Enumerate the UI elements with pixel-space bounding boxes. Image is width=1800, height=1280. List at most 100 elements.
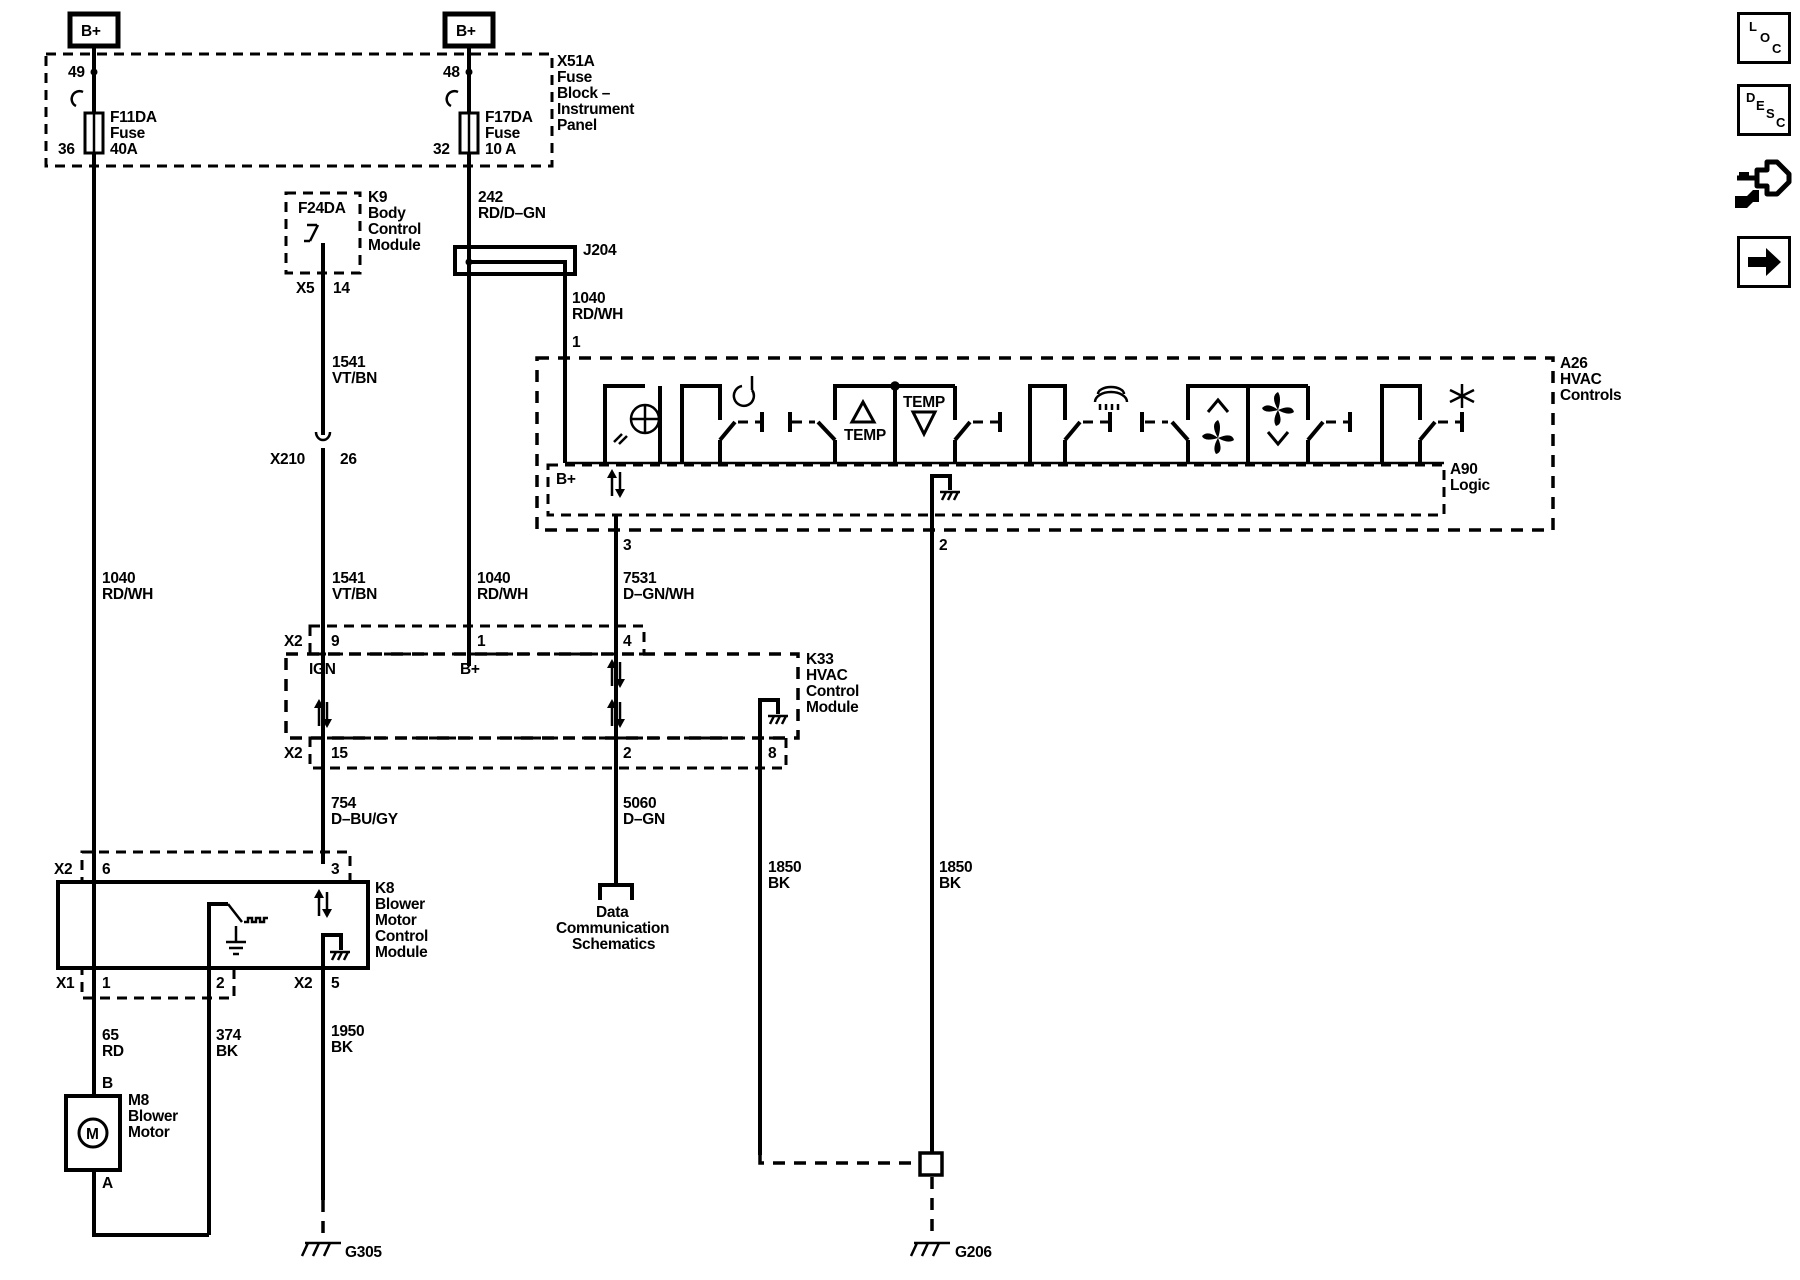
svg-text:X5: X5 bbox=[296, 280, 315, 297]
svg-text:49: 49 bbox=[68, 64, 85, 81]
svg-text:1541: 1541 bbox=[332, 570, 366, 587]
blower-module-ground-symbol bbox=[321, 933, 350, 1200]
svg-text:F17DA: F17DA bbox=[485, 109, 533, 126]
svg-text:K8: K8 bbox=[375, 880, 395, 897]
svg-text:B: B bbox=[102, 1075, 113, 1092]
svg-text:2: 2 bbox=[216, 975, 224, 992]
fan-icon bbox=[1202, 420, 1234, 454]
svg-text:48: 48 bbox=[443, 64, 460, 81]
svg-text:X2: X2 bbox=[284, 633, 302, 650]
svg-text:2: 2 bbox=[939, 537, 947, 554]
svg-text:VT/BN: VT/BN bbox=[332, 586, 377, 603]
svg-text:4: 4 bbox=[623, 633, 632, 650]
a90-serial-data-arrows bbox=[607, 469, 625, 498]
svg-text:X51A: X51A bbox=[557, 53, 595, 70]
svg-text:Module: Module bbox=[806, 699, 859, 716]
hvac-module-ground-symbol bbox=[758, 698, 788, 1155]
svg-text:BK: BK bbox=[216, 1043, 239, 1060]
svg-text:1040: 1040 bbox=[572, 290, 605, 307]
hvac-module-connector-bottom bbox=[308, 736, 788, 770]
power-source-left: B+ bbox=[67, 11, 121, 49]
blower-module-label: K8 Blower Motor Control Module bbox=[375, 880, 428, 961]
svg-text:X2: X2 bbox=[294, 975, 312, 992]
svg-text:G305: G305 bbox=[345, 1244, 382, 1261]
svg-text:15: 15 bbox=[331, 745, 348, 762]
svg-text:Control: Control bbox=[368, 221, 421, 238]
svg-text:65: 65 bbox=[102, 1027, 119, 1044]
svg-text:G206: G206 bbox=[955, 1244, 992, 1261]
svg-text:M: M bbox=[86, 1126, 99, 1143]
wire-label-65: 65 RD bbox=[102, 1027, 124, 1060]
svg-text:Schematics: Schematics bbox=[572, 936, 655, 953]
ground-splice-box bbox=[918, 1151, 944, 1177]
wire-label-242: 242 RD/D–GN bbox=[478, 189, 546, 222]
svg-text:1850: 1850 bbox=[939, 859, 972, 876]
blower-module-outline bbox=[56, 880, 370, 970]
hvac-controls-outline bbox=[535, 356, 1555, 532]
desc-letter-c: C bbox=[1776, 115, 1786, 130]
wire-label-1541-mid: 1541 VT/BN bbox=[332, 570, 377, 603]
bcm-label: K9 Body Control Module bbox=[368, 189, 421, 254]
svg-text:A26: A26 bbox=[1560, 355, 1588, 372]
wire-label-7531: 7531 D–GN/WH bbox=[623, 570, 695, 603]
wire-label-1040-top: 1040 RD/WH bbox=[572, 290, 623, 323]
hvac-module-outline bbox=[284, 652, 800, 740]
svg-text:BK: BK bbox=[331, 1039, 354, 1056]
description-button[interactable]: D E S C bbox=[1737, 84, 1791, 136]
a90-logic-outline bbox=[546, 463, 1446, 517]
svg-text:Motor: Motor bbox=[128, 1124, 170, 1141]
ground-g305-symbol bbox=[300, 1241, 341, 1257]
svg-text:Logic: Logic bbox=[1450, 477, 1491, 494]
svg-text:1: 1 bbox=[477, 633, 486, 650]
svg-text:7531: 7531 bbox=[623, 570, 657, 587]
svg-text:Fuse: Fuse bbox=[485, 125, 521, 142]
a90-ground-symbol bbox=[930, 474, 960, 515]
svg-text:Module: Module bbox=[368, 237, 421, 254]
svg-text:M8: M8 bbox=[128, 1092, 150, 1109]
desc-letter-s: S bbox=[1766, 106, 1775, 121]
svg-text:Communication: Communication bbox=[556, 920, 669, 937]
svg-text:32: 32 bbox=[433, 141, 450, 158]
svg-text:TEMP: TEMP bbox=[844, 427, 886, 444]
svg-text:Motor: Motor bbox=[375, 912, 417, 929]
svg-text:RD/WH: RD/WH bbox=[477, 586, 528, 603]
wire-label-1850-a: 1850 BK bbox=[768, 859, 802, 892]
inline-connector-x210 bbox=[314, 431, 332, 442]
svg-text:3: 3 bbox=[623, 537, 632, 554]
power-source-right: B+ bbox=[442, 11, 496, 49]
location-button[interactable]: L O C bbox=[1737, 12, 1791, 64]
svg-text:1950: 1950 bbox=[331, 1023, 364, 1040]
wire-label-1541-top: 1541 VT/BN bbox=[332, 354, 377, 387]
svg-text:754: 754 bbox=[331, 795, 357, 812]
svg-text:1850: 1850 bbox=[768, 859, 801, 876]
svg-text:TEMP: TEMP bbox=[903, 394, 945, 411]
arrow-right-icon bbox=[1748, 248, 1781, 276]
desc-letter-e: E bbox=[1756, 98, 1765, 113]
hvac-module-label: K33 HVAC Control Module bbox=[806, 651, 859, 716]
svg-text:HVAC: HVAC bbox=[806, 667, 848, 684]
hvac-controls-label: A26 HVAC Controls bbox=[1560, 355, 1622, 404]
wire-label-1950: 1950 BK bbox=[331, 1023, 365, 1056]
fuse-block-outline bbox=[44, 52, 554, 168]
svg-text:Panel: Panel bbox=[557, 117, 597, 134]
connector-end-view-button[interactable] bbox=[1733, 152, 1795, 212]
svg-text:Blower: Blower bbox=[128, 1108, 178, 1125]
hvac-switch-bus bbox=[565, 376, 1475, 465]
svg-text:X2: X2 bbox=[284, 745, 302, 762]
svg-text:2: 2 bbox=[623, 745, 631, 762]
next-page-button[interactable] bbox=[1737, 236, 1791, 288]
svg-text:8: 8 bbox=[768, 745, 777, 762]
blower-module-connector-x1 bbox=[80, 966, 236, 1000]
blower-module-relay-symbol bbox=[207, 902, 268, 1235]
svg-text:F24DA: F24DA bbox=[298, 200, 346, 217]
loc-letter-o: O bbox=[1760, 30, 1771, 45]
svg-text:X1: X1 bbox=[56, 975, 75, 992]
svg-text:HVAC: HVAC bbox=[1560, 371, 1602, 388]
svg-text:B+: B+ bbox=[460, 661, 480, 678]
svg-text:9: 9 bbox=[331, 633, 340, 650]
blower-module-connector-top bbox=[80, 850, 352, 884]
svg-text:Control: Control bbox=[806, 683, 859, 700]
svg-text:Block –: Block – bbox=[557, 85, 611, 102]
svg-text:242: 242 bbox=[478, 189, 503, 206]
